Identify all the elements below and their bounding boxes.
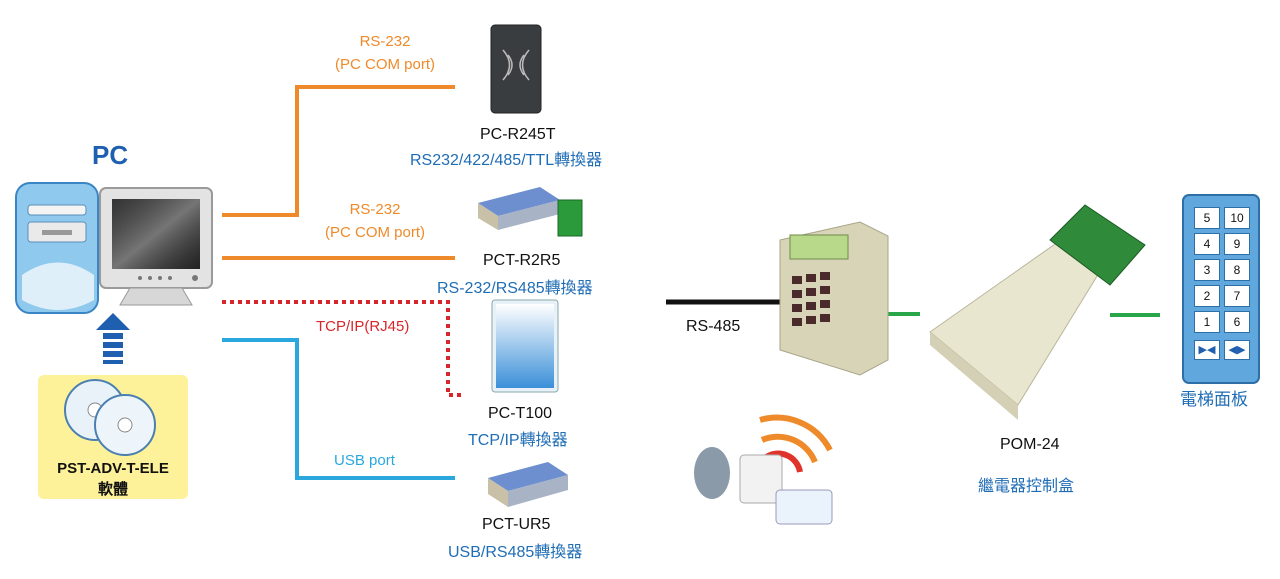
rfid-cards-icon: [694, 414, 833, 525]
software-name: PST-ADV-T-ELE: [57, 460, 169, 477]
rs232-label-2-line2: (PC COM port): [324, 224, 425, 241]
pct-ur5-device-icon: [488, 462, 568, 507]
t100-desc: TCP/IP轉換器: [468, 432, 568, 449]
usb-line: [222, 338, 455, 480]
t100-name: PC-T100: [488, 405, 553, 422]
rs232-line-1: [222, 85, 455, 217]
panel-button-9: 9: [1224, 233, 1250, 255]
panel-desc: 電梯面板: [1180, 390, 1248, 409]
pc-r245t-device-icon: [490, 24, 542, 114]
tcpip-label: TCP/IP(RJ45): [316, 318, 410, 335]
rs232-label-2-line1: RS-232: [349, 201, 401, 218]
pom24-name: POM-24: [1000, 436, 1060, 453]
r245t-name: PC-R245T: [480, 126, 556, 143]
pom24-relay-box-icon: [929, 204, 1146, 420]
rs485-label: RS-485: [686, 318, 741, 335]
r245t-desc: RS232/422/485/TTL轉換器: [410, 152, 603, 169]
tcpip-line: [222, 300, 462, 397]
panel-button-4: 4: [1194, 233, 1220, 255]
pom24-desc: 繼電器控制盒: [978, 478, 1075, 495]
monitor-icon: [99, 187, 213, 306]
panel-button-7: 7: [1224, 285, 1250, 307]
panel-button-8: 8: [1224, 259, 1250, 281]
panel-button-5: 5: [1194, 207, 1220, 229]
open-door-icon: ◀▶: [1224, 340, 1250, 360]
panel-button-1: 1: [1194, 311, 1220, 333]
software-cd-icon: [38, 375, 188, 499]
r2r5-desc: RS-232/RS485轉換器: [437, 280, 593, 297]
pc-t100-device-icon: [491, 299, 559, 393]
keypad-reader-icon: [779, 221, 889, 376]
panel-button-6: 6: [1224, 311, 1250, 333]
ur5-desc: USB/RS485轉換器: [448, 544, 583, 561]
rs232-label-1-line2: (PC COM port): [334, 56, 435, 73]
pc-title: PC: [92, 140, 129, 170]
panel-button-10: 10: [1224, 207, 1250, 229]
panel-button-2: 2: [1194, 285, 1220, 307]
panel-button-3: 3: [1194, 259, 1220, 281]
pc-tower-icon: [15, 182, 99, 314]
software-desc: 軟體: [97, 481, 128, 498]
rs232-label-1-line1: RS-232: [359, 33, 411, 50]
pct-r2r5-device-icon: [478, 187, 583, 237]
close-door-icon: ▶◀: [1194, 340, 1220, 360]
upload-arrow-icon: [96, 313, 130, 364]
elevator-door-buttons: ▶◀ ◀▶: [1194, 340, 1250, 360]
usb-label: USB port: [334, 452, 395, 469]
r2r5-name: PCT-R2R5: [483, 252, 561, 269]
ur5-name: PCT-UR5: [482, 516, 551, 533]
